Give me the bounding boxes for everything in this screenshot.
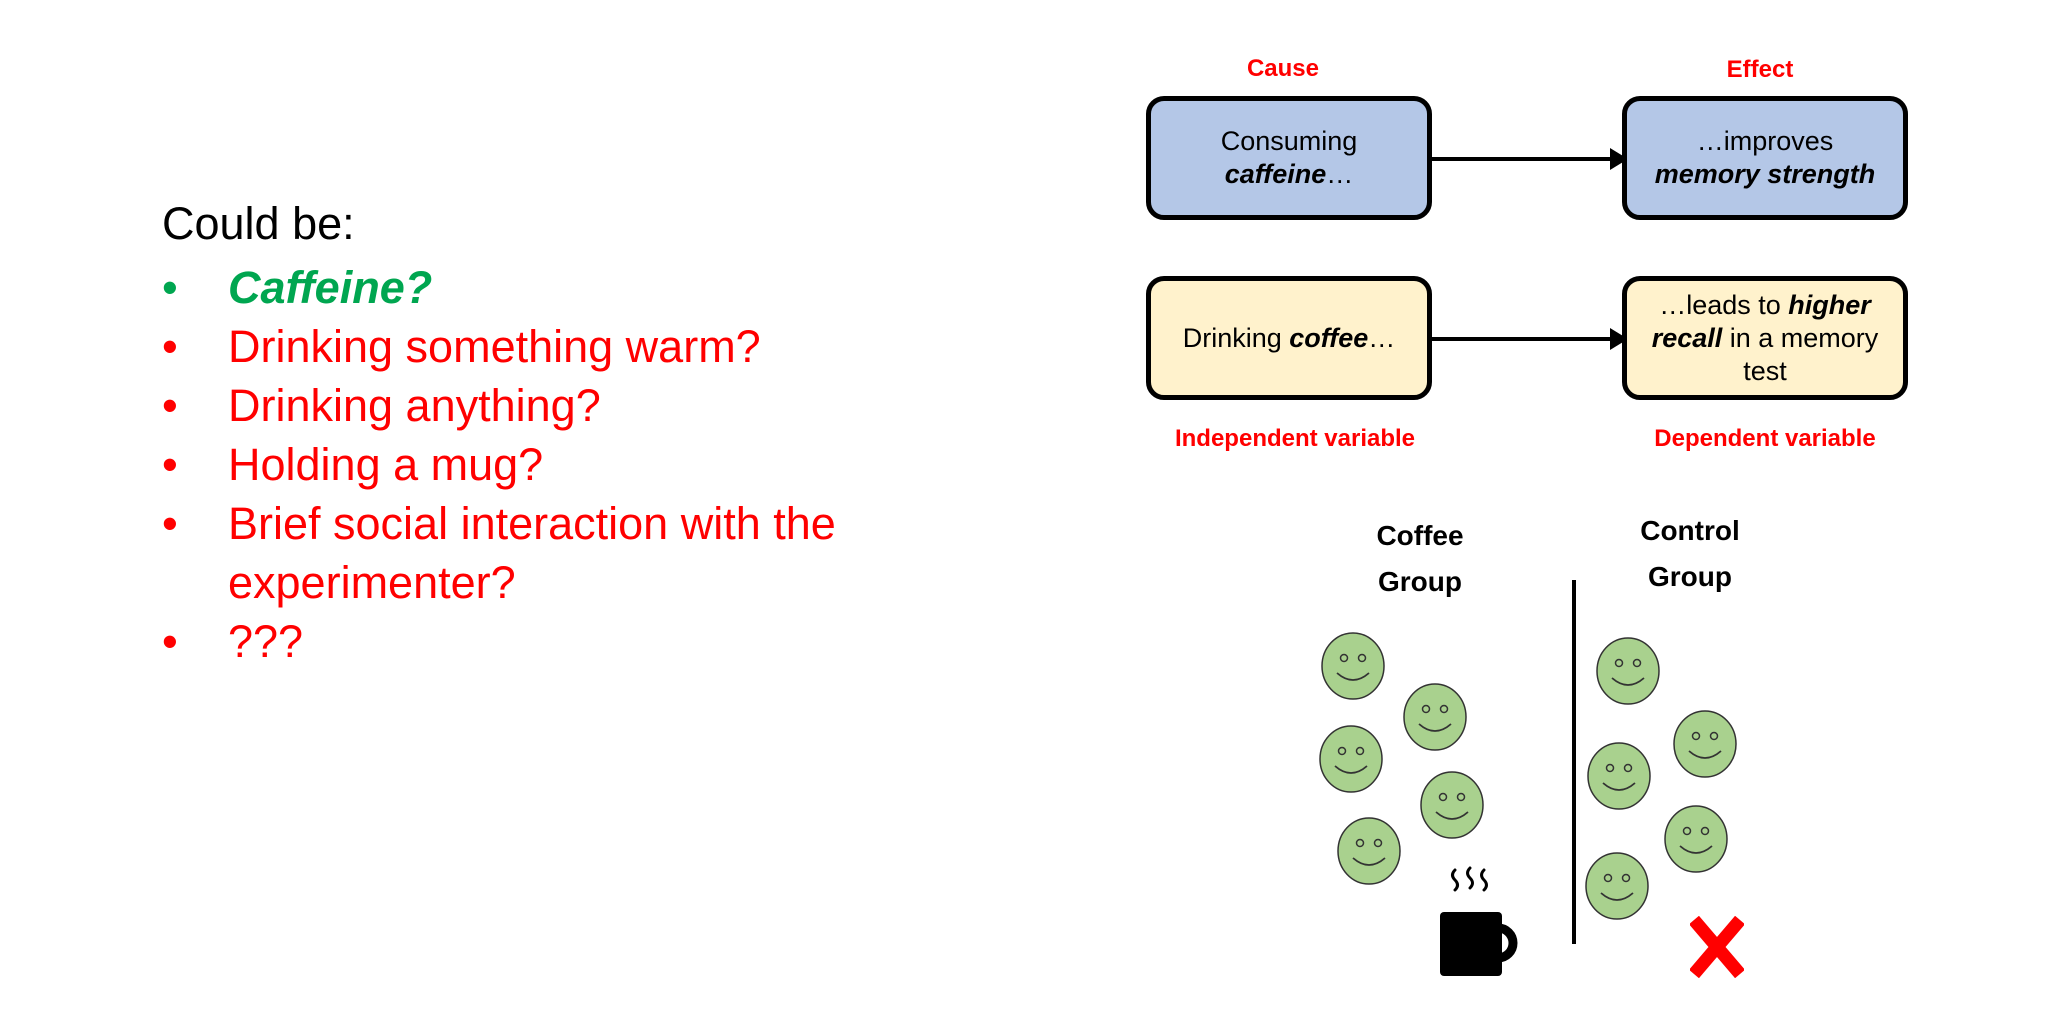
coffee-mug-icon [1440, 866, 1518, 976]
smiley-face-icon [1585, 852, 1649, 920]
dv-box-text: …leads to [1659, 289, 1789, 320]
dv-label: Dependent variable [1654, 425, 1876, 452]
list-item: • Drinking something warm? [162, 317, 942, 376]
list-item-text: Caffeine? [228, 262, 433, 313]
iv-box-suffix: … [1368, 322, 1396, 353]
bullet-marker: • [162, 380, 178, 431]
smiley-face-icon [1664, 805, 1728, 873]
coffee-group-title: Coffee Group [1320, 513, 1520, 605]
smiley-face-icon [1319, 725, 1383, 793]
control-group-title-line2: Group [1648, 561, 1732, 592]
dv-box-emphasis: higher recall [1651, 289, 1871, 353]
causal-arrow [1432, 328, 1628, 350]
control-group-title: Control Group [1590, 508, 1790, 600]
effect-box-emphasis: memory strength [1654, 159, 1876, 189]
iv-box-emphasis: coffee [1289, 322, 1369, 353]
cause-box-emphasis: caffeine [1224, 159, 1327, 189]
list-item: •??? [162, 612, 942, 671]
list-item-text: Holding a mug? [228, 439, 544, 490]
causal-arrow [1432, 148, 1628, 170]
red-x-icon [1690, 916, 1744, 978]
list-item-text: Drinking anything? [228, 380, 601, 431]
group-divider [1572, 580, 1576, 944]
iv-label: Independent variable [1174, 425, 1416, 452]
list-item: • Caffeine? [162, 258, 942, 317]
list-item: • Holding a mug? [162, 435, 942, 494]
smiley-face-icon [1587, 742, 1651, 810]
bullet-marker: • [162, 616, 178, 667]
effect-box-text: …improves [1696, 126, 1834, 156]
list-item-text: Drinking something warm? [228, 321, 761, 372]
bullet-list: • Caffeine? • Drinking something warm? • Dr… [162, 258, 942, 671]
dv-box: …leads to higher recall in a memory test [1622, 276, 1908, 400]
cause-label: Cause [1246, 55, 1320, 82]
bullet-marker: • [162, 498, 178, 549]
effect-label: Effect [1726, 56, 1794, 83]
iv-box-text: Drinking [1182, 322, 1290, 353]
bullet-marker: • [162, 439, 178, 490]
list-item-text: ??? [228, 616, 304, 667]
smiley-face-icon [1321, 632, 1385, 700]
bullet-marker: • [162, 262, 178, 313]
dv-box-suffix: in a memory test [1722, 322, 1879, 386]
coffee-group-title-line1: Coffee [1376, 520, 1464, 551]
cause-box-text: Consuming [1220, 126, 1358, 156]
smiley-face-icon [1403, 683, 1467, 751]
smiley-face-icon [1673, 710, 1737, 778]
effect-box: …improves memory strength [1622, 96, 1908, 220]
list-intro: Could be: [162, 198, 355, 249]
iv-box: Drinking coffee… [1146, 276, 1432, 400]
list-item: • Drinking anything? [162, 376, 942, 435]
smiley-face-icon [1337, 817, 1401, 885]
control-group-title-line1: Control [1640, 515, 1740, 546]
smiley-face-icon [1420, 771, 1484, 839]
list-item: • Brief social interaction with the exper… [162, 494, 942, 612]
coffee-group-title-line2: Group [1378, 566, 1462, 597]
cause-box-suffix: … [1326, 159, 1354, 189]
bullet-marker: • [162, 321, 178, 372]
smiley-face-icon [1596, 637, 1660, 705]
cause-box: Consuming caffeine… [1146, 96, 1432, 220]
list-item-text: Brief social interaction with the experi… [228, 498, 836, 608]
